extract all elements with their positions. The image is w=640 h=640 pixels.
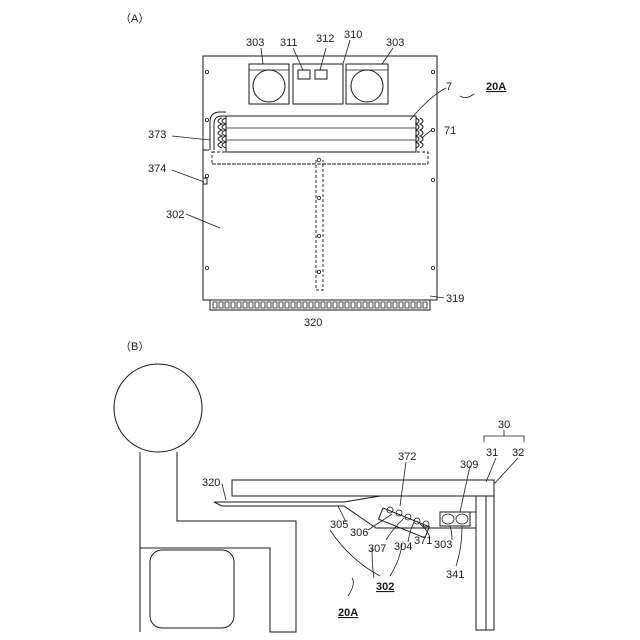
control-box-310 bbox=[293, 64, 343, 104]
leader-lines-b bbox=[222, 458, 518, 596]
under-table-unit bbox=[214, 496, 476, 538]
pipe-373 bbox=[203, 112, 226, 184]
label-320-b: 320 bbox=[202, 477, 220, 489]
label-373: 373 bbox=[148, 129, 166, 141]
label-319: 319 bbox=[446, 293, 464, 305]
bracket-30 bbox=[484, 430, 524, 442]
label-302-b: 302 bbox=[376, 581, 394, 593]
label-7: 7 bbox=[446, 81, 452, 93]
internal-dashed-outline bbox=[212, 152, 428, 290]
label-310: 310 bbox=[344, 29, 362, 41]
label-32: 32 bbox=[512, 447, 524, 459]
label-30: 30 bbox=[498, 419, 510, 431]
label-20A: 20A bbox=[486, 81, 506, 93]
fan-303-right bbox=[346, 64, 388, 104]
panel-b-title: （B） bbox=[120, 340, 149, 353]
label-31: 31 bbox=[486, 447, 498, 459]
label-20A-b: 20A bbox=[338, 607, 358, 619]
label-303-left: 303 bbox=[246, 37, 264, 49]
panel-a-title: （A） bbox=[120, 12, 149, 25]
person-figure bbox=[114, 364, 296, 632]
label-374: 374 bbox=[148, 163, 166, 175]
label-312: 312 bbox=[316, 33, 334, 45]
housing-302 bbox=[203, 56, 437, 300]
label-307: 307 bbox=[368, 543, 386, 555]
label-306: 306 bbox=[350, 527, 368, 539]
label-305: 305 bbox=[330, 519, 348, 531]
label-302: 302 bbox=[166, 209, 184, 221]
label-303-right: 303 bbox=[386, 37, 404, 49]
label-71: 71 bbox=[444, 125, 456, 137]
label-371: 371 bbox=[414, 535, 432, 547]
label-311: 311 bbox=[280, 37, 298, 49]
label-304: 304 bbox=[394, 541, 412, 553]
fan-303-left bbox=[249, 64, 289, 104]
label-341: 341 bbox=[446, 569, 464, 581]
heat-exchanger-7 bbox=[218, 116, 423, 152]
label-309: 309 bbox=[460, 459, 478, 471]
label-320: 320 bbox=[304, 317, 322, 329]
label-303-b: 303 bbox=[434, 539, 452, 551]
label-372: 372 bbox=[398, 451, 416, 463]
outlet-grille-320 bbox=[210, 300, 430, 310]
